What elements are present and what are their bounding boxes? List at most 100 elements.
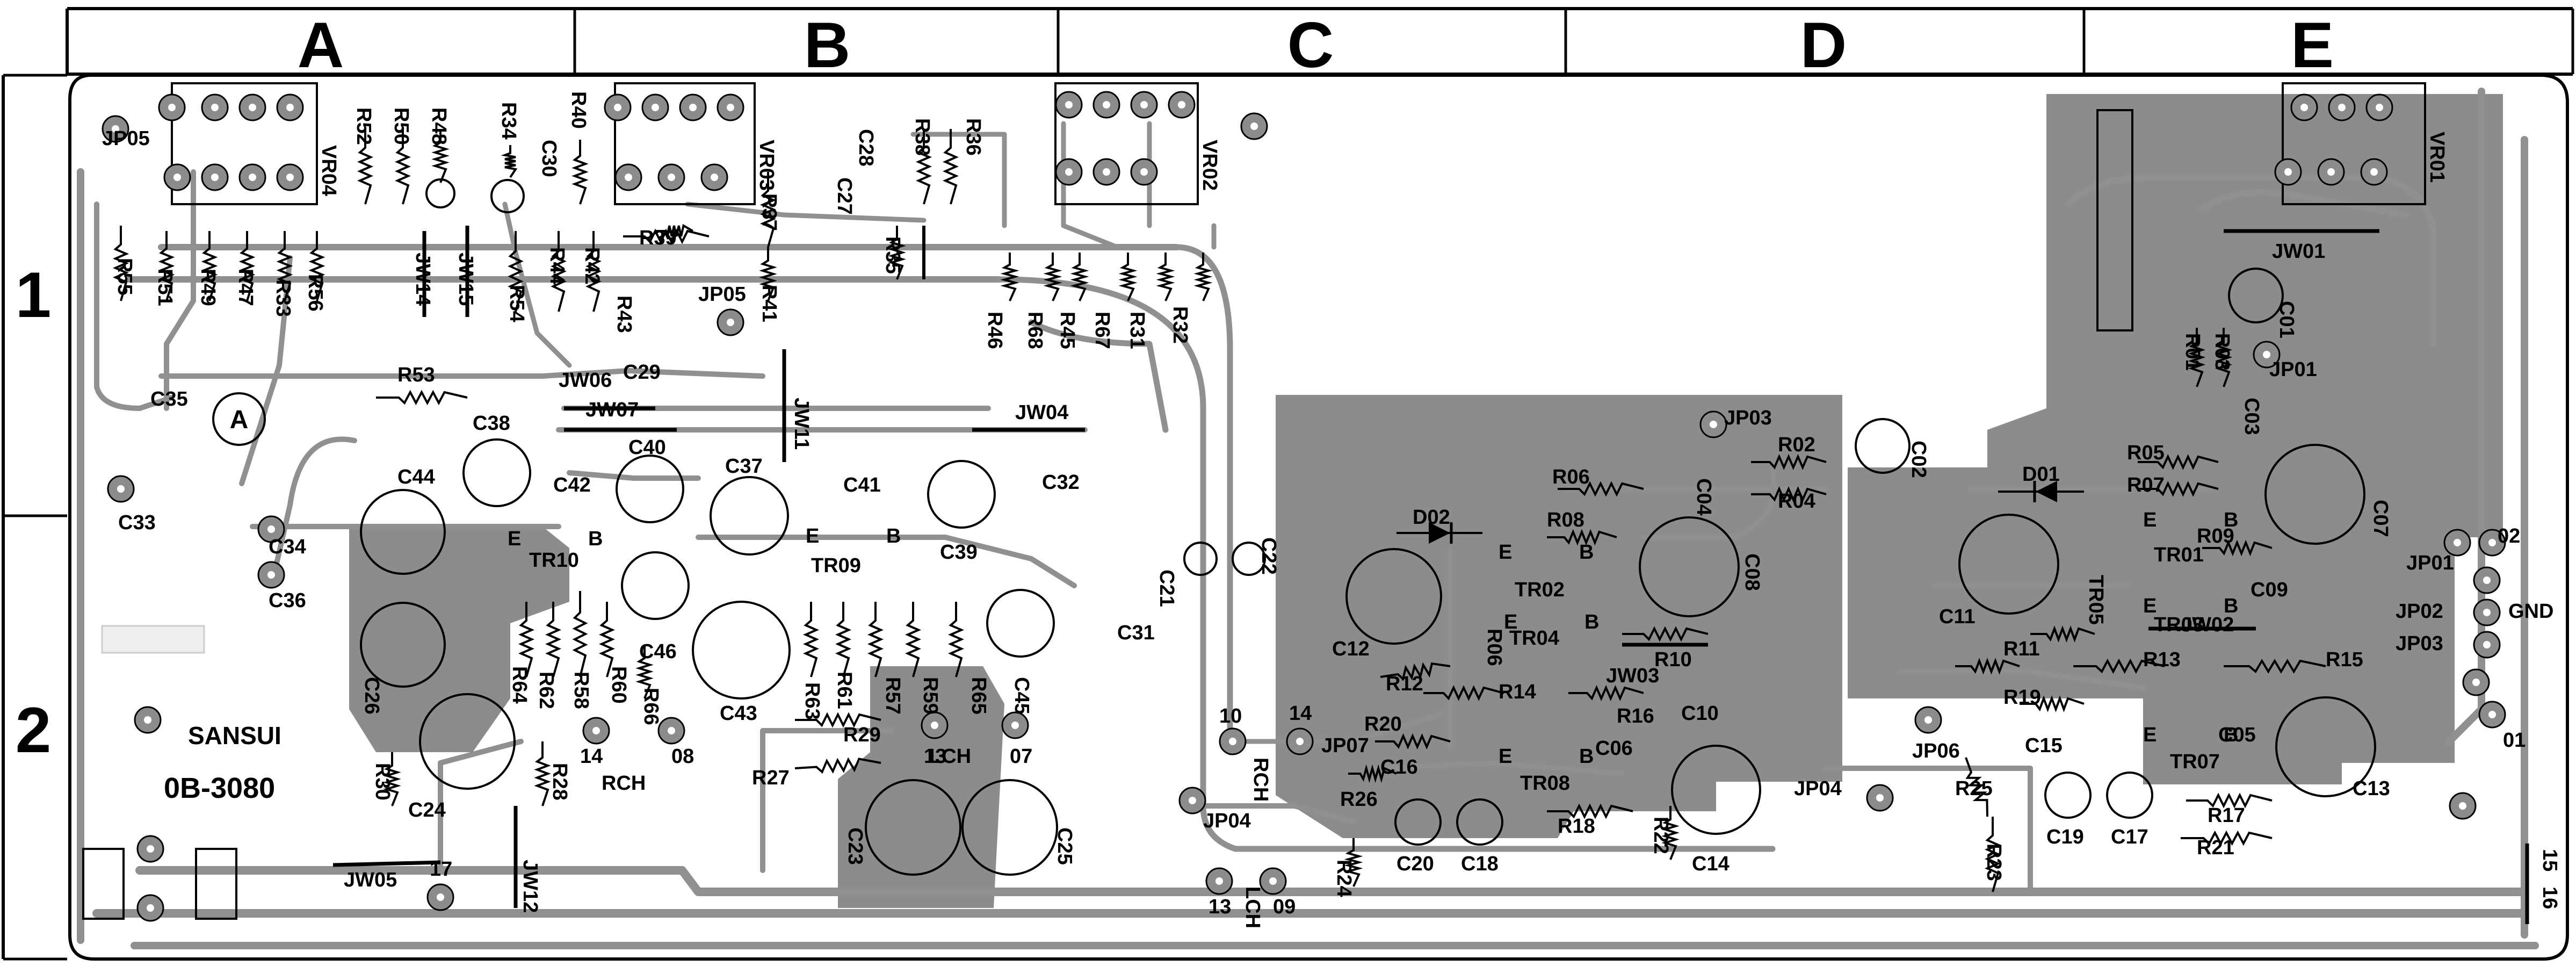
label-c44: C44 xyxy=(397,466,435,488)
vr03-body xyxy=(614,82,756,205)
label-r27: R27 xyxy=(752,767,790,789)
marker-label: A xyxy=(230,406,249,434)
vr03-label: VR03 xyxy=(755,140,778,191)
pad xyxy=(2328,93,2356,121)
label-jw12: JW12 xyxy=(519,860,541,913)
vr01-body xyxy=(2282,82,2426,205)
resistor xyxy=(760,172,776,248)
pad xyxy=(201,93,229,121)
pad xyxy=(257,515,285,543)
pad xyxy=(276,93,304,121)
c45-body xyxy=(986,589,1055,658)
resistor xyxy=(395,129,411,205)
label-c05: C05 xyxy=(2218,724,2256,746)
resistor xyxy=(1547,803,1633,819)
label-c19: C19 xyxy=(2046,826,2084,848)
label-c40: C40 xyxy=(628,436,666,459)
resistor xyxy=(1348,764,1397,783)
label-r03: R03 xyxy=(2211,333,2233,371)
resistor xyxy=(276,231,293,301)
pad xyxy=(1055,158,1083,186)
label-b: B xyxy=(1584,611,1599,633)
resistor xyxy=(655,224,693,240)
label-r14: R14 xyxy=(1499,681,1536,703)
diodes xyxy=(1396,481,2084,544)
c46-body xyxy=(621,551,690,620)
label-c33: C33 xyxy=(118,511,156,534)
pad xyxy=(582,717,610,745)
pad xyxy=(1092,158,1120,186)
resistor xyxy=(545,602,561,677)
row-label-1: 1 xyxy=(16,259,52,331)
label-e: E xyxy=(2143,724,2157,746)
pad xyxy=(201,163,229,191)
label-c18: C18 xyxy=(1461,853,1499,875)
resistor xyxy=(635,645,654,699)
pad xyxy=(1055,91,1083,119)
pad xyxy=(2290,93,2318,121)
label-r15: R15 xyxy=(2326,648,2363,671)
connector-left xyxy=(82,625,237,920)
c20-body xyxy=(1394,798,1442,846)
c13-body xyxy=(2275,696,2376,797)
pad xyxy=(1092,91,1120,119)
label-c25: C25 xyxy=(1053,827,1076,865)
resistor xyxy=(1965,757,1988,817)
pad xyxy=(2274,158,2302,186)
label-jp03r: JP03 xyxy=(2396,632,2443,655)
label-r32: R32 xyxy=(1169,306,1191,344)
pad xyxy=(1205,867,1233,895)
label-c08: C08 xyxy=(1741,553,1763,591)
label-r39: R39 xyxy=(639,227,677,249)
resistor xyxy=(2188,328,2206,387)
label-e: E xyxy=(2143,595,2157,617)
resistor xyxy=(1622,626,1709,642)
pad xyxy=(1914,706,1942,734)
resistor xyxy=(501,145,518,178)
label-c24: C24 xyxy=(408,799,446,821)
label-c17: C17 xyxy=(2111,826,2148,848)
pad xyxy=(2360,158,2388,186)
resistor xyxy=(2138,454,2219,470)
label-r59: R59 xyxy=(919,677,942,715)
label-jw07: JW07 xyxy=(585,399,639,421)
label-c35: C35 xyxy=(150,388,188,410)
label-r24: R24 xyxy=(1333,860,1355,897)
label-jp04b: JP04 xyxy=(1794,777,1842,800)
label-r61: R61 xyxy=(833,672,856,709)
label-c42: C42 xyxy=(553,474,591,496)
copper-pours xyxy=(349,94,2503,908)
label-n13c: 13 xyxy=(1209,896,1231,918)
pad xyxy=(426,883,454,911)
label-r30: R30 xyxy=(371,763,394,801)
label-r42: R42 xyxy=(581,247,603,285)
resistor xyxy=(518,602,534,677)
resistor xyxy=(1558,481,1644,497)
label-r45: R45 xyxy=(1056,312,1079,349)
resistor xyxy=(383,752,401,806)
label-r48: R48 xyxy=(428,107,450,145)
label-n09: 09 xyxy=(1273,896,1296,918)
label-tr07: TR07 xyxy=(2170,751,2220,773)
resistor xyxy=(1423,685,1504,701)
label-e: E xyxy=(1504,611,1517,633)
label-jp05a: JP05 xyxy=(102,127,150,150)
column-label-d: D xyxy=(1800,9,1847,81)
c14-body xyxy=(1671,745,1761,835)
c39-body xyxy=(927,460,996,529)
label-n16: 16 xyxy=(2538,886,2561,909)
label-c12: C12 xyxy=(1332,638,1370,660)
label-n14a: 14 xyxy=(580,745,603,768)
c25-body xyxy=(961,779,1058,876)
c40-body xyxy=(616,455,684,523)
label-r66a: R66 xyxy=(640,688,662,725)
label-c23: C23 xyxy=(844,827,866,865)
c18-body xyxy=(1456,798,1503,846)
label-e: E xyxy=(1499,745,1512,768)
label-r23: R23 xyxy=(1982,844,2005,881)
pad xyxy=(2365,93,2393,121)
label-d01: D01 xyxy=(2022,463,2060,486)
pad xyxy=(136,894,164,922)
